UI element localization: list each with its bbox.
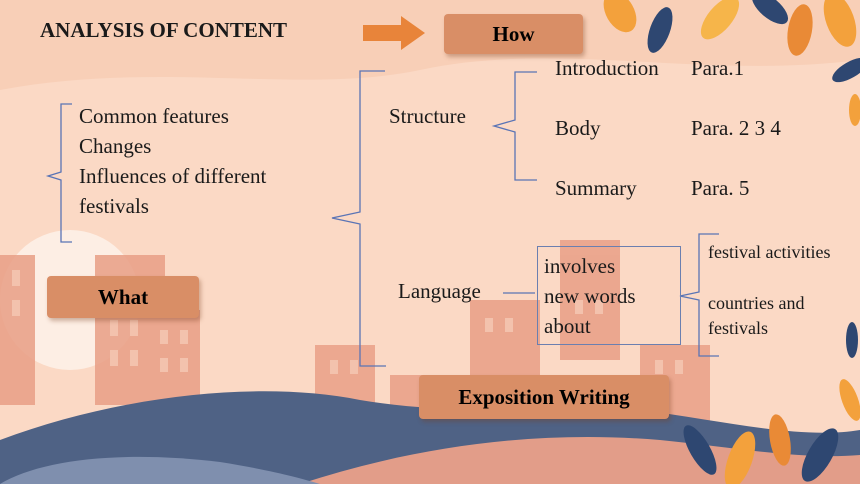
leaves-bottom-right [683,322,860,484]
structure-part: Introduction [555,56,659,80]
language-topic: countries and [708,293,805,313]
structure-label: Structure [389,104,466,128]
language-topic: festival activities [708,242,831,262]
what-label: What [97,284,149,309]
structure-para: Para. 5 [691,176,750,200]
page-title: ANALYSIS OF CONTENT [40,18,288,42]
what-item: festivals [79,194,149,218]
leaves-top-right [603,0,860,126]
how-label: How [492,21,535,46]
main-bracket [331,70,386,367]
what-item: Influences of different [79,164,267,188]
language-topic: festivals [708,318,768,338]
language-box-line: new words [544,284,636,308]
structure-para: Para.1 [691,56,745,80]
how-label-box: How [444,14,583,54]
structure-para: Para. 2 3 4 [691,116,781,140]
language-label: Language [398,279,481,303]
what-item: Changes [79,134,152,158]
exposition-writing-label: Exposition Writing [458,384,630,409]
language-box [537,246,681,345]
structure-part: Summary [555,176,637,200]
language-box-line: about [544,314,591,338]
structure-bracket [491,71,537,181]
arrow-right-icon [363,16,425,50]
exposition-writing-box: Exposition Writing [419,375,669,419]
language-box-line: involves [544,254,616,278]
structure-part: Body [555,116,601,140]
what-bracket [45,103,72,243]
what-item: Common features [79,104,229,128]
what-label-box: What [47,276,199,318]
